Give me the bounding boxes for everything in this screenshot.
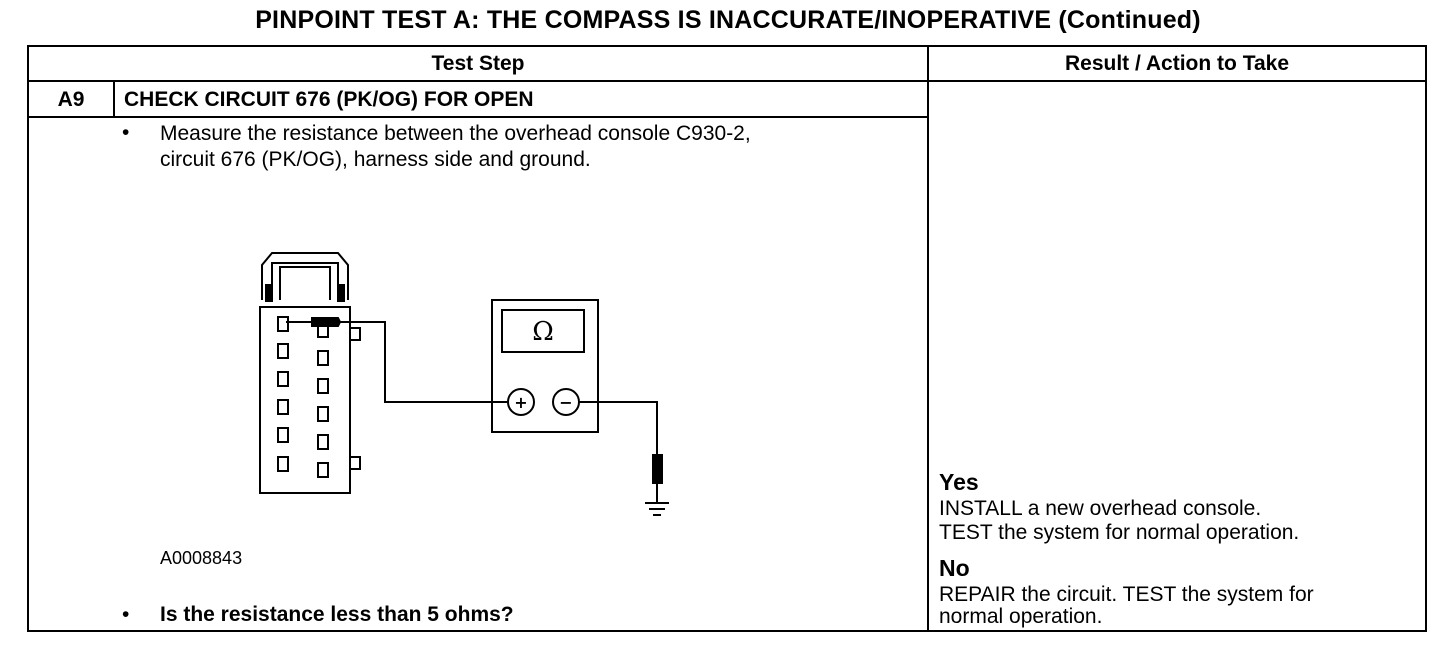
header-result-action: Result / Action to Take (1064, 52, 1290, 75)
header-divider (27, 80, 1427, 82)
ohm-symbol: Ω (532, 317, 554, 347)
result-yes-label: Yes (939, 469, 979, 495)
step-title-divider (27, 116, 929, 118)
bullet-icon: • (122, 603, 130, 626)
plus-icon: + (514, 393, 527, 412)
connector-latch (261, 252, 349, 300)
column-divider (927, 45, 929, 632)
header-test-step: Test Step (431, 52, 525, 75)
pinpoint-test-table (27, 45, 1427, 632)
step-question: Is the resistance less than 5 ohms? (160, 603, 514, 626)
minus-icon: − (559, 393, 572, 412)
probe-tip (311, 317, 342, 327)
step-id: A9 (57, 88, 85, 111)
step-id-divider (113, 81, 115, 118)
no-line-2: normal operation. (939, 605, 1103, 628)
result-no-label: No (939, 555, 970, 581)
result-no-action: REPAIR the circuit. TEST the system for … (939, 584, 1419, 628)
bullet-icon: • (122, 121, 130, 144)
step-title: CHECK CIRCUIT 676 (PK/OG) FOR OPEN (124, 88, 534, 111)
ground-icon (645, 502, 669, 516)
test-lead-negative (579, 401, 658, 455)
instruction-line-2: circuit 676 (PK/OG), harness side and gr… (160, 148, 591, 171)
step-instruction: Measure the resistance between the overh… (160, 121, 920, 173)
figure-id: A0008843 (160, 548, 243, 568)
circuit-diagram: Ω + − (259, 252, 669, 516)
ohmmeter (491, 299, 599, 433)
yes-line-2: TEST the system for normal operation. (939, 521, 1300, 544)
plus-terminal (507, 388, 535, 416)
result-yes-action: INSTALL a new overhead console. TEST the… (939, 498, 1419, 544)
connector-body (259, 306, 351, 494)
page-title: PINPOINT TEST A: THE COMPASS IS INACCURA… (255, 6, 1201, 34)
no-line-1: REPAIR the circuit. TEST the system for (939, 583, 1314, 606)
instruction-line-1: Measure the resistance between the overh… (160, 122, 751, 145)
yes-line-1: INSTALL a new overhead console. (939, 497, 1262, 520)
test-lead-positive (340, 321, 507, 403)
